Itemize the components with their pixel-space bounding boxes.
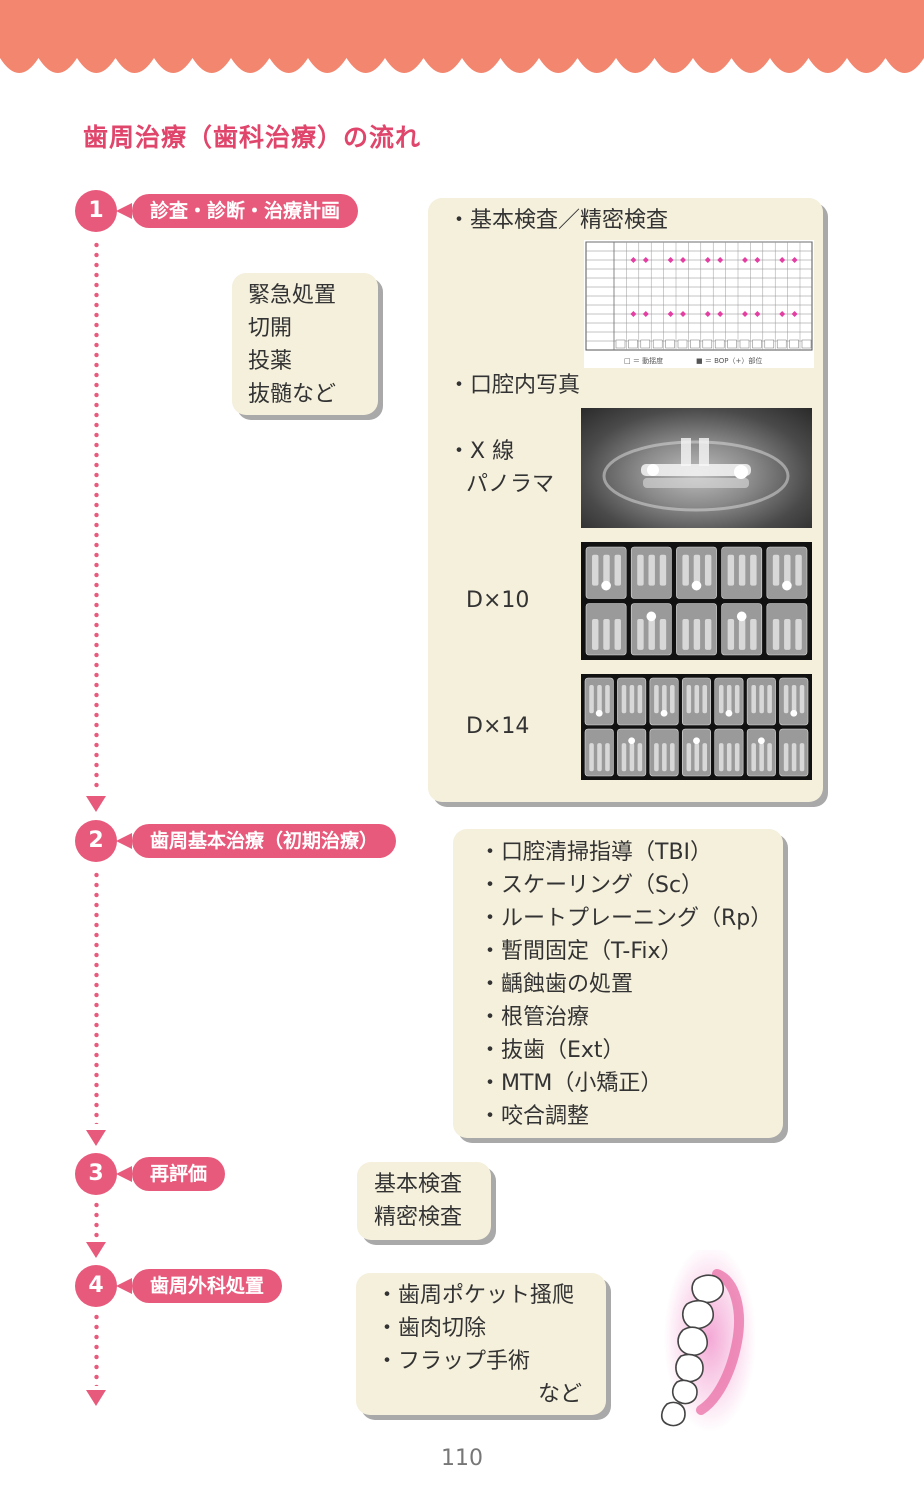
step-2-number: 2 (75, 820, 117, 862)
periodontal-surgery-box: ・歯周ポケット搔爬 ・歯肉切除 ・フラップ手術 など (356, 1273, 606, 1415)
reevaluation-line: 精密検査 (374, 1205, 463, 1230)
treatment-item: ・暫間固定（T-Fix） (479, 939, 683, 964)
surgery-item: ・歯周ポケット搔爬 (376, 1283, 575, 1308)
periodontal-chart: □ ＝ 動揺度 ■ ＝ BOP（+）部位 (584, 240, 814, 368)
treatment-item: ・ルートプレーニング（Rp） (479, 906, 773, 931)
step-2-arrow-icon (116, 833, 132, 849)
step-1-number: 1 (75, 190, 117, 232)
step-3-dotted-line (94, 1200, 99, 1238)
down-arrow-icon (86, 1242, 106, 1258)
emergency-line: 抜髄など (248, 382, 337, 407)
chart-legend-bop: ■ ＝ BOP（+）部位 (696, 357, 763, 365)
step-4-number: 4 (75, 1265, 117, 1307)
down-arrow-icon (86, 1130, 106, 1146)
page-number: 110 (441, 1446, 483, 1471)
dental-xray-10-image (581, 542, 812, 660)
step-4-dotted-line (94, 1312, 99, 1386)
step-1-label: 診査・診断・治療計画 (132, 194, 359, 228)
treatment-item: ・MTM（小矯正） (479, 1071, 663, 1096)
step-3-arrow-icon (116, 1166, 132, 1182)
step-1-arrow-icon (116, 203, 132, 219)
treatment-item: ・抜歯（Ext） (479, 1038, 625, 1063)
surgery-item: ・歯肉切除 (376, 1316, 487, 1341)
panorama-label: パノラマ (466, 472, 555, 497)
chart-legend-mobility: □ ＝ 動揺度 (624, 357, 664, 365)
xray-label: ・X 線 (448, 439, 515, 464)
page-title: 歯周治療（歯科治療）の流れ (83, 123, 422, 152)
emergency-line: 投薬 (248, 349, 293, 374)
emergency-line: 切開 (248, 316, 293, 341)
down-arrow-icon (86, 1390, 106, 1406)
tooth-illustration-icon (660, 1250, 755, 1432)
emergency-line: 緊急処置 (248, 283, 337, 308)
down-arrow-icon (86, 796, 106, 812)
step-4-arrow-icon (116, 1278, 132, 1294)
dental-xray-14-image (581, 674, 812, 780)
panoramic-xray-image (581, 408, 812, 528)
intraoral-photo-label: ・口腔内写真 (448, 373, 581, 398)
treatment-item: ・スケーリング（Sc） (479, 873, 704, 898)
treatment-item: ・齲蝕歯の処置 (479, 972, 634, 997)
treatment-item: ・咬合調整 (479, 1104, 590, 1129)
step-3-label: 再評価 (132, 1157, 226, 1191)
reevaluation-line: 基本検査 (374, 1172, 463, 1197)
treatment-item: ・根管治療 (479, 1005, 590, 1030)
d10-label: D×10 (466, 588, 530, 613)
d14-label: D×14 (466, 714, 530, 739)
step-1-dotted-line (94, 240, 99, 790)
step-2-label: 歯周基本治療（初期治療） (132, 824, 397, 858)
periodontal-chart-graphic (585, 241, 813, 351)
basic-exam-label: ・基本検査／精密検査 (448, 208, 669, 233)
reevaluation-box: 基本検査 精密検査 (357, 1162, 491, 1240)
treatment-item: ・口腔清掃指導（TBI） (479, 840, 713, 865)
step-4-label: 歯周外科処置 (132, 1269, 283, 1303)
step-3-number: 3 (75, 1153, 117, 1195)
examination-box: ・基本検査／精密検査 □ ＝ 動揺度 ■ ＝ BOP（+）部位 ・口腔内写真 ・… (428, 198, 823, 802)
surgery-item: ・フラップ手術 (376, 1349, 531, 1374)
header-band (0, 0, 924, 73)
emergency-treatment-box: 緊急処置 切開 投薬 抜髄など (232, 273, 378, 415)
step-2-dotted-line (94, 870, 99, 1124)
surgery-etc: など (538, 1382, 583, 1407)
initial-treatment-box: ・口腔清掃指導（TBI） ・スケーリング（Sc） ・ルートプレーニング（Rp） … (453, 829, 783, 1138)
